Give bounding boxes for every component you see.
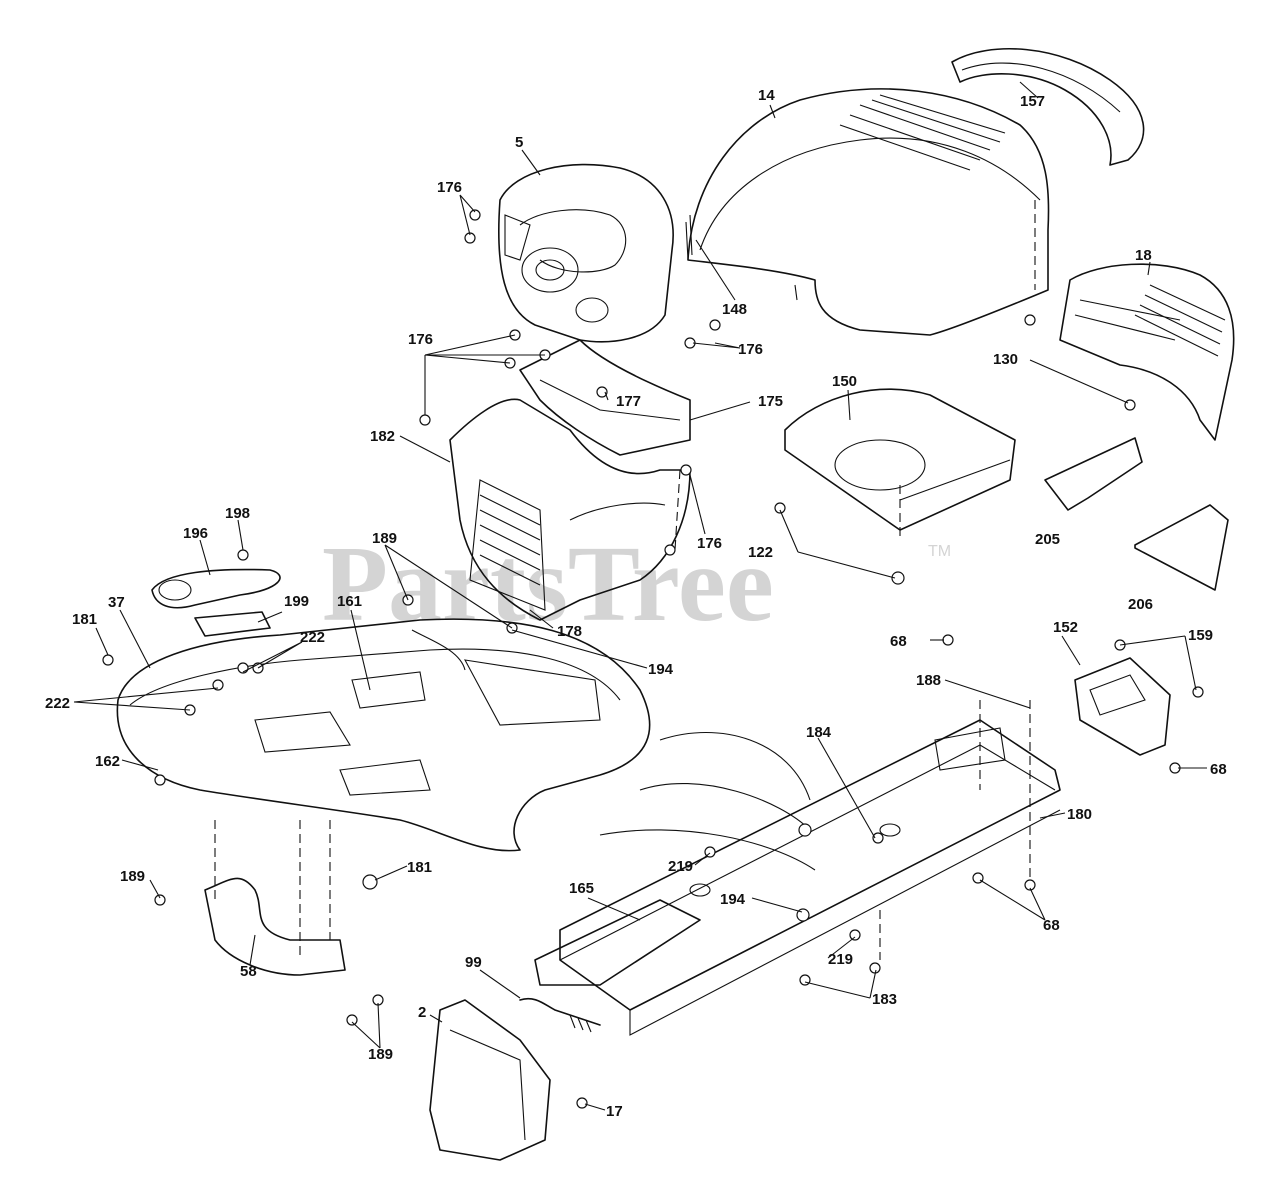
part-196-shroud[interactable] bbox=[151, 568, 281, 609]
callout-176-top[interactable]: 176 bbox=[437, 179, 462, 196]
callout-150[interactable]: 150 bbox=[832, 373, 857, 390]
part-152-bracket[interactable] bbox=[1074, 657, 1171, 756]
callout-2[interactable]: 2 bbox=[418, 1004, 426, 1021]
callout-198[interactable]: 198 bbox=[225, 505, 250, 522]
callout-194-lower[interactable]: 194 bbox=[720, 891, 746, 908]
callout-176-lower[interactable]: 176 bbox=[697, 535, 722, 552]
part-175-bracket[interactable] bbox=[519, 339, 691, 456]
part-180-frame[interactable] bbox=[559, 719, 1061, 1036]
callout-205[interactable]: 205 bbox=[1035, 531, 1060, 548]
callout-148[interactable]: 148 bbox=[722, 301, 747, 318]
part-182-console[interactable] bbox=[449, 398, 691, 621]
assembly-lines bbox=[214, 200, 1036, 960]
callout-175[interactable]: 175 bbox=[758, 393, 783, 410]
part-165-plate[interactable] bbox=[534, 899, 701, 986]
callout-178[interactable]: 178 bbox=[557, 623, 582, 640]
callout-17[interactable]: 17 bbox=[606, 1103, 623, 1120]
callout-122[interactable]: 122 bbox=[748, 544, 773, 561]
callout-176-right[interactable]: 176 bbox=[738, 341, 763, 358]
callout-159[interactable]: 159 bbox=[1188, 627, 1213, 644]
callout-152[interactable]: 152 bbox=[1053, 619, 1078, 636]
callout-189-upper[interactable]: 189 bbox=[372, 530, 397, 547]
callout-196[interactable]: 196 bbox=[183, 525, 208, 542]
part-199-plate[interactable] bbox=[194, 611, 271, 637]
part-157-bumper[interactable] bbox=[951, 48, 1145, 166]
callout-165[interactable]: 165 bbox=[569, 880, 594, 897]
part-2-hitch[interactable] bbox=[429, 999, 551, 1161]
callout-188[interactable]: 188 bbox=[916, 672, 941, 689]
callout-181-lower[interactable]: 181 bbox=[407, 859, 432, 876]
part-58-lever[interactable] bbox=[204, 877, 346, 976]
callout-184[interactable]: 184 bbox=[806, 724, 832, 741]
callout-58[interactable]: 58 bbox=[240, 963, 257, 980]
callout-37[interactable]: 37 bbox=[108, 594, 125, 611]
part-150-tray[interactable] bbox=[784, 388, 1016, 531]
part-99-spring[interactable] bbox=[519, 997, 601, 1033]
callout-labels: 157 14 5 176 148 176 18 176 130 177 175 … bbox=[45, 87, 1227, 1120]
callout-222-right[interactable]: 222 bbox=[300, 629, 325, 646]
callout-68-top[interactable]: 68 bbox=[890, 633, 907, 650]
callout-219-lower[interactable]: 219 bbox=[828, 951, 853, 968]
part-37-body-pan[interactable] bbox=[116, 618, 651, 852]
part-205[interactable] bbox=[1044, 437, 1143, 511]
part-5-dash-panel[interactable] bbox=[497, 163, 674, 343]
callout-68-right[interactable]: 68 bbox=[1210, 761, 1227, 778]
part-206[interactable] bbox=[1134, 504, 1229, 591]
callout-68-bottom[interactable]: 68 bbox=[1043, 917, 1060, 934]
cable-harness bbox=[411, 629, 816, 871]
callout-183[interactable]: 183 bbox=[872, 991, 897, 1008]
callout-194-upper[interactable]: 194 bbox=[648, 661, 674, 678]
part-18-grille[interactable] bbox=[1059, 263, 1235, 441]
callout-177[interactable]: 177 bbox=[616, 393, 641, 410]
callout-176-left[interactable]: 176 bbox=[408, 331, 433, 348]
callout-219-upper[interactable]: 219 bbox=[668, 858, 693, 875]
callout-18[interactable]: 18 bbox=[1135, 247, 1152, 264]
callout-206[interactable]: 206 bbox=[1128, 596, 1153, 613]
callout-99[interactable]: 99 bbox=[465, 954, 482, 971]
callout-5[interactable]: 5 bbox=[515, 134, 523, 151]
callout-189-lower[interactable]: 189 bbox=[368, 1046, 393, 1063]
callout-157[interactable]: 157 bbox=[1020, 93, 1045, 110]
callout-130[interactable]: 130 bbox=[993, 351, 1018, 368]
callout-181-left[interactable]: 181 bbox=[72, 611, 97, 628]
callout-222-left[interactable]: 222 bbox=[45, 695, 70, 712]
callout-180[interactable]: 180 bbox=[1067, 806, 1092, 823]
leader-lines bbox=[73, 81, 1207, 1111]
callout-14[interactable]: 14 bbox=[758, 87, 775, 104]
callout-162[interactable]: 162 bbox=[95, 753, 120, 770]
callout-189-left[interactable]: 189 bbox=[120, 868, 145, 885]
part-14-hood[interactable] bbox=[685, 88, 1050, 336]
watermark-trademark: TM bbox=[928, 543, 951, 560]
callout-161[interactable]: 161 bbox=[337, 593, 362, 610]
callout-182[interactable]: 182 bbox=[370, 428, 395, 445]
callout-199[interactable]: 199 bbox=[284, 593, 309, 610]
